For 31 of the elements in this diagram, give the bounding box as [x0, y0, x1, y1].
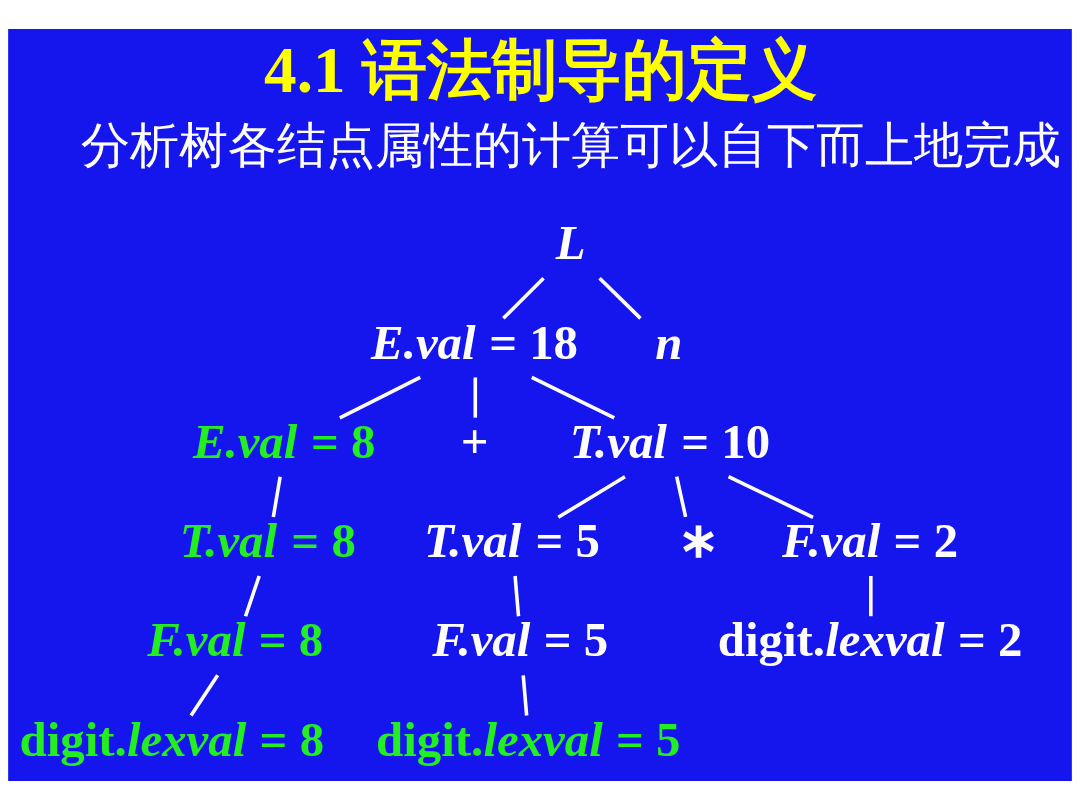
- node-text: F.val = 5: [432, 612, 609, 668]
- connector: [727, 475, 814, 519]
- diagram-title: 4.1 语法制导的定义: [264, 34, 817, 107]
- node-text: digit.lexval = 5: [376, 711, 681, 767]
- node-text: E.val = 8: [192, 413, 376, 469]
- connector: [502, 276, 545, 320]
- connector: [473, 377, 478, 418]
- node-text: T.val = 10: [569, 413, 771, 469]
- connector: [339, 375, 422, 420]
- node-text: digit.lexval = 8: [19, 711, 325, 767]
- connector: [521, 675, 529, 716]
- connector: [869, 576, 873, 617]
- node-text: F.val = 8: [147, 612, 324, 668]
- node-text: F.val = 2: [782, 513, 959, 569]
- connector: [243, 575, 261, 617]
- node-text: +: [460, 413, 489, 469]
- node-text: T.val = 8: [179, 513, 356, 569]
- connector: [513, 575, 521, 617]
- node-text: digit.lexval = 2: [717, 612, 1023, 668]
- node-text: n: [655, 314, 683, 370]
- node-text: ∗: [677, 513, 719, 569]
- connector: [531, 375, 616, 420]
- node-text: T.val = 5: [424, 513, 600, 569]
- connector: [189, 674, 220, 717]
- connector: [557, 475, 626, 519]
- connector: [675, 476, 688, 518]
- label: 分析树各结点属性的计算可以自下而上地完成: [81, 116, 1062, 174]
- node-text: E.val = 18: [371, 314, 578, 370]
- node-text: L: [555, 215, 586, 271]
- connector: [598, 276, 642, 320]
- connector: [271, 476, 282, 518]
